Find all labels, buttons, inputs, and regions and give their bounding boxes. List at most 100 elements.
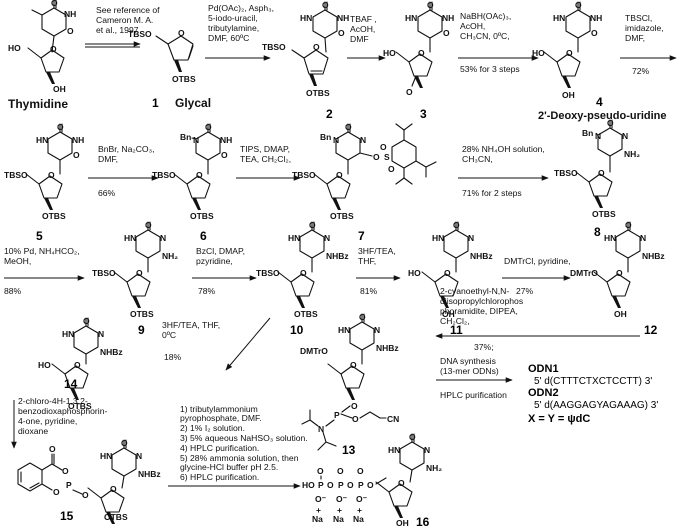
atom-NH: NH (64, 9, 76, 19)
atom-TBSO: TBSO (152, 170, 176, 180)
cond-s4-2: CH₃CN, 0ºC, (460, 31, 510, 41)
cond-s1-0: See reference of (96, 5, 160, 15)
atom-O: O (345, 122, 352, 132)
cond-s6-yield: 66% (98, 188, 116, 198)
atom-HN: HN (604, 233, 616, 243)
compound-6: 6 (200, 229, 207, 243)
atom-P: P (318, 480, 324, 490)
cond-s1-2: et al., 1997 (96, 25, 139, 35)
atom-O: O (607, 118, 614, 128)
cond-s16-0: 2-chloro-4H-1,3,2- (18, 396, 88, 406)
structure-14: O HN N NHBz HO O OTBS 14 (38, 316, 123, 411)
atom-O: O (380, 142, 387, 152)
atom-N: N (424, 445, 430, 455)
cond-s17-4: 4) HPLC purification. (180, 443, 259, 453)
atom-O: O (74, 360, 81, 370)
structure-13: O HN N NHBz DMTrO O O P O CN N 13 (300, 312, 399, 457)
compound-5: 5 (36, 229, 43, 243)
atom-HN: HN (300, 13, 312, 23)
atom-O: O (48, 170, 55, 180)
atom-NH: NH (590, 13, 602, 23)
atom-Na: Na (312, 514, 323, 524)
cond-s5-2: DMF, (625, 33, 645, 43)
cond-s4-0: NaBH(OAc)₃, (460, 11, 511, 21)
atom-O: O (67, 26, 74, 36)
compound-8: 8 (594, 225, 601, 239)
cond-s15-0: DNA synthesis (440, 356, 496, 366)
cond-s14-3: CH₂Cl₂, (440, 316, 470, 326)
atom-HO: HO (38, 360, 51, 370)
atom-O: O (145, 220, 152, 230)
structure-5: O HN NH O TBSO O OTBS 5 (4, 122, 84, 243)
odn2-label: ODN2 (528, 387, 559, 399)
atom-HO: HO (408, 268, 421, 278)
atom-N: N (324, 233, 330, 243)
cond-s5-yield: 72% (632, 66, 650, 76)
atom-TBSO: TBSO (292, 170, 316, 180)
atom-O: O (453, 220, 460, 230)
atom-O: O (196, 170, 203, 180)
atom-N: N (640, 233, 646, 243)
atom-O: O (317, 466, 324, 476)
atom-OH: OH (442, 309, 455, 319)
structure-thymidine: O NH O HO O OH Thymidine (8, 0, 76, 111)
label-pseudo-uridine: 2'-Deoxy-pseudo-uridine (538, 110, 667, 122)
atom-O: O (57, 122, 64, 132)
compound-11: 11 (450, 323, 463, 337)
atom-O: O (427, 0, 434, 10)
cond-s13-yield: 18% (164, 352, 182, 362)
atom-NH: NH (220, 135, 232, 145)
cond-s4-yield: 53% for 3 steps (460, 64, 520, 74)
atom-O: O (178, 28, 185, 38)
cond-s3-0: TBAF , (350, 14, 377, 24)
compound-3: 3 (420, 107, 427, 121)
compound-10: 10 (290, 323, 304, 337)
atom-OTBS: OTBS (294, 309, 318, 319)
atom-HO: HO (532, 48, 545, 58)
atom-OH: OH (396, 518, 409, 528)
atom-HO: HO (302, 480, 315, 490)
atom-Bn: Bn (320, 132, 331, 142)
atom-O: O (121, 438, 128, 448)
cond-s13-0: 3HF/TEA, THF, (162, 320, 220, 330)
cond-s2-0: Pd(OAc)₂, Asph₃, (208, 3, 274, 13)
atom-Na: Na (353, 514, 364, 524)
atom-O: O (347, 480, 354, 490)
atom-S: S (384, 152, 390, 162)
cond-s9-yield: 88% (4, 286, 22, 296)
atom-O: O (336, 170, 343, 180)
atom-plus: + (357, 505, 362, 515)
atom-O: O (327, 480, 334, 490)
odn2-sequence: 5' d(AAGGAGYAGAAAG) 3' (534, 400, 658, 411)
cond-s5-0: TBSCl, (625, 13, 652, 23)
atom-NHBz: NHBz (138, 469, 161, 479)
cond-s12: DMTrCl, pyridine, (504, 256, 571, 266)
cond-s17-6: glycine-HCl buffer pH 2.5. (180, 462, 278, 472)
atom-CN: CN (387, 414, 399, 424)
cond-s17-3: 3) 5% aqueous NaHSO₃ solution. (180, 433, 308, 443)
atom-N: N (360, 135, 366, 145)
cond-s7-1: TEA, CH₂Cl₂, (240, 154, 291, 164)
xy-definition: X = Y = ψdC (528, 413, 590, 425)
atom-O: O (350, 360, 357, 370)
structure-12: O HN N NHBz DMTrO O OH 12 (570, 220, 665, 337)
atom-Bn: Bn (582, 128, 593, 138)
label-thymidine: Thymidine (8, 97, 68, 111)
atom-DMTrO: DMTrO (300, 346, 328, 356)
atom-TBSO: TBSO (256, 268, 280, 278)
atom-O: O (398, 478, 405, 488)
cond-s2-3: DMF, 60ºC (208, 33, 249, 43)
atom-HN: HN (432, 233, 444, 243)
cond-s6-1: DMF, (98, 154, 118, 164)
atom-O: O (575, 0, 582, 10)
structure-6: O Bn N NH O TBSO O OTBS 6 (152, 122, 232, 243)
compound-4: 4 (596, 95, 603, 109)
atom-TBSO: TBSO (4, 170, 28, 180)
atom-N: N (136, 451, 142, 461)
atom-HN: HN (124, 233, 136, 243)
cond-s14-yield: 37%; (474, 342, 494, 352)
compound-1: 1 (152, 96, 159, 110)
atom-HN: HN (62, 329, 74, 339)
atom-Bn: Bn (180, 132, 191, 142)
